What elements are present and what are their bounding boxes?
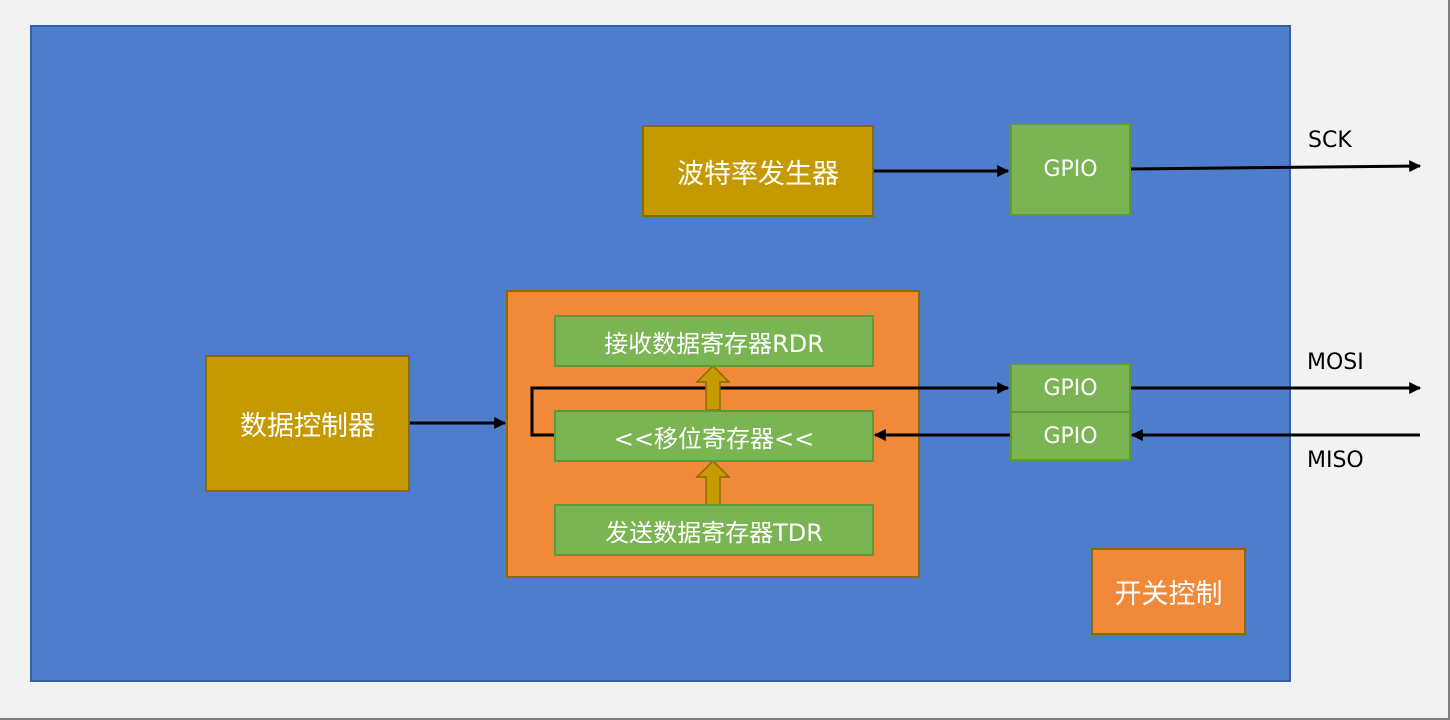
wire-sck-out [1128, 160, 1422, 173]
data-controller-block: 数据控制器 [205, 355, 410, 492]
shift-register-label: <<移位寄存器<< [613, 424, 815, 453]
tdr-block: 发送数据寄存器TDR [554, 504, 874, 556]
sck-signal-label: SCK [1308, 128, 1352, 153]
baud-rate-generator-block: 波特率发生器 [642, 125, 874, 217]
wire-shift-to-mosi-gpio [530, 382, 1010, 437]
gpio-mosi-label: GPIO [1043, 375, 1098, 401]
rdr-label: 接收数据寄存器RDR [604, 329, 824, 358]
data-controller-label: 数据控制器 [240, 411, 375, 442]
gpio-sck-block: GPIO [1010, 123, 1131, 216]
rdr-block: 接收数据寄存器RDR [554, 315, 874, 367]
miso-signal-label: MISO [1307, 448, 1364, 473]
baud-rate-generator-label: 波特率发生器 [677, 158, 839, 190]
gpio-mosi-block: GPIO [1010, 363, 1131, 413]
gpio-miso-label: GPIO [1043, 423, 1098, 449]
gpio-miso-block: GPIO [1010, 411, 1131, 461]
switch-control-block: 开关控制 [1091, 548, 1246, 635]
mosi-signal-label: MOSI [1307, 350, 1364, 375]
switch-control-label: 开关控制 [1114, 579, 1223, 610]
arrow-tdr-to-shift [695, 459, 731, 506]
shift-register-block: <<移位寄存器<< [554, 410, 874, 462]
gpio-sck-label: GPIO [1043, 157, 1098, 182]
tdr-label: 发送数据寄存器TDR [605, 518, 823, 547]
arrow-shift-to-rdr [695, 364, 731, 411]
